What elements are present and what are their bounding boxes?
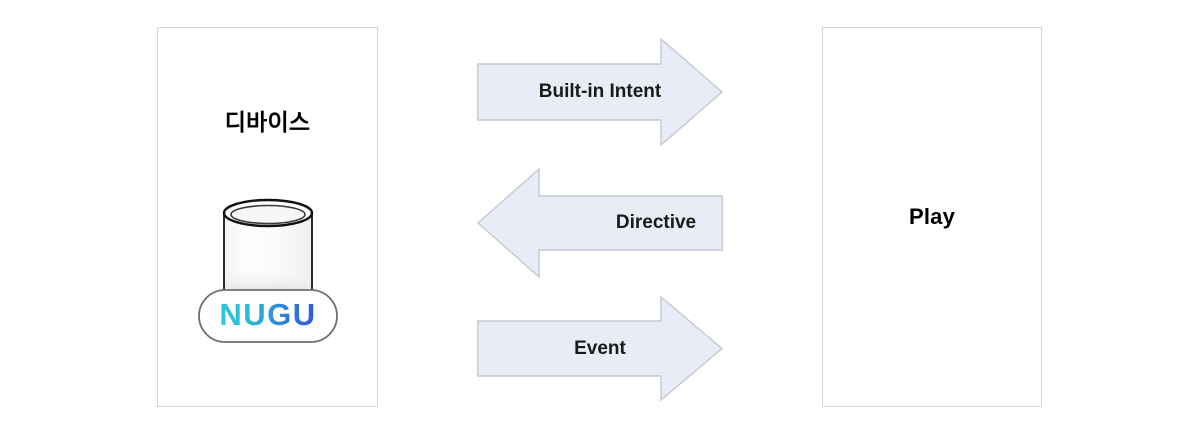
nugu-speaker-illustration: NUGU — [188, 193, 348, 358]
arrow-builtin-intent: Built-in Intent — [477, 37, 724, 147]
arrow-shape-right — [477, 37, 724, 147]
play-panel-title: Play — [908, 204, 956, 229]
arrow-shape-left — [476, 167, 723, 279]
nugu-logo-text: NUGU — [219, 297, 316, 332]
device-panel-title: 디바이스 — [224, 109, 311, 135]
arrow-event: Event — [477, 295, 724, 402]
arrow-directive: Directive — [476, 167, 723, 279]
play-panel: Play — [822, 27, 1042, 407]
arrow-shape-right — [477, 295, 724, 402]
device-panel: 디바이스 — [157, 27, 378, 407]
